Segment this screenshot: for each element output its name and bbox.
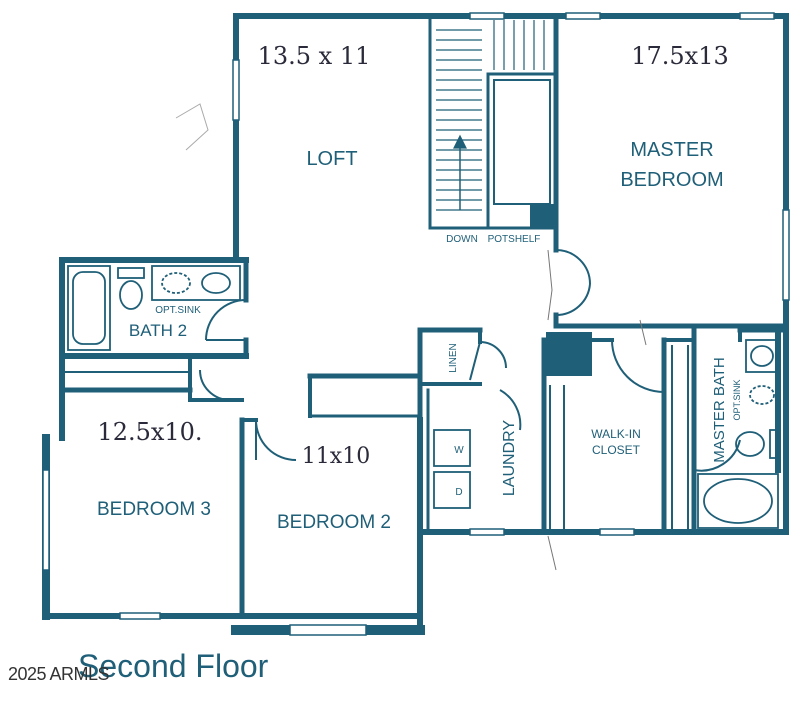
fixtures (67, 265, 779, 529)
doors (199, 249, 741, 472)
bedroom3-label: BEDROOM 3 (97, 499, 211, 520)
bath2-toilet (119, 280, 143, 310)
laundry-label: LAUNDRY (501, 420, 518, 497)
bath2-tub (67, 265, 111, 351)
footer: Second Floor 2025 ARMLS (8, 648, 328, 688)
door-closet (611, 339, 665, 393)
master-bath-opt-sink-label: OPT.SINK (732, 379, 742, 420)
door-master-right (555, 283, 591, 317)
bedroom3-size: 12.5x10. (97, 418, 202, 446)
walk-in-closet-label-1: WALK-IN (591, 427, 641, 441)
master-bath-sink (750, 345, 774, 367)
washer (433, 429, 471, 467)
bedroom2-label: BEDROOM 2 (277, 512, 391, 533)
bath2-opt-sink (161, 272, 191, 294)
floor-title: Second Floor (78, 648, 269, 684)
copyright-watermark: 2025 ARMLS (8, 664, 110, 684)
pencil-marks (175, 103, 647, 571)
door-master-bath (693, 439, 741, 472)
loft-label: LOFT (306, 148, 357, 170)
dryer (433, 471, 471, 509)
washer-label: W (454, 445, 464, 456)
interior-walls (59, 13, 789, 619)
bath2-sink (201, 272, 231, 294)
bath2-toilet-tank (117, 267, 145, 279)
door-bath2 (205, 299, 247, 341)
stairs-down-label: DOWN (446, 234, 478, 245)
door-bedroom3 (199, 369, 231, 401)
master-bath-label: MASTER BATH (711, 357, 728, 463)
door-linen (479, 341, 507, 369)
master-bedroom-label-1: MASTER (630, 139, 713, 161)
bath2-opt-sink-label: OPT.SINK (155, 305, 201, 316)
master-bedroom-label-2: BEDROOM (620, 169, 723, 191)
master-bath-tub (697, 473, 779, 529)
bath2-label: BATH 2 (129, 321, 187, 340)
door-bedroom2 (255, 419, 297, 461)
door-laundry (499, 389, 522, 431)
door-master-left (555, 249, 591, 285)
windows (42, 12, 790, 636)
master-bath-opt-sink (749, 385, 775, 405)
master-bedroom-size: 17.5x13 (631, 42, 729, 70)
master-bath-toilet (735, 431, 765, 457)
potshelf-label: POTSHELF (488, 234, 541, 245)
dryer-label: D (455, 487, 462, 498)
linen-label: LINEN (448, 343, 459, 372)
loft-size: 13.5 x 11 (258, 42, 371, 70)
stair-treads (436, 20, 545, 211)
bedroom2-size: 11x10 (302, 444, 370, 469)
walk-in-closet-label-2: CLOSET (592, 443, 641, 457)
